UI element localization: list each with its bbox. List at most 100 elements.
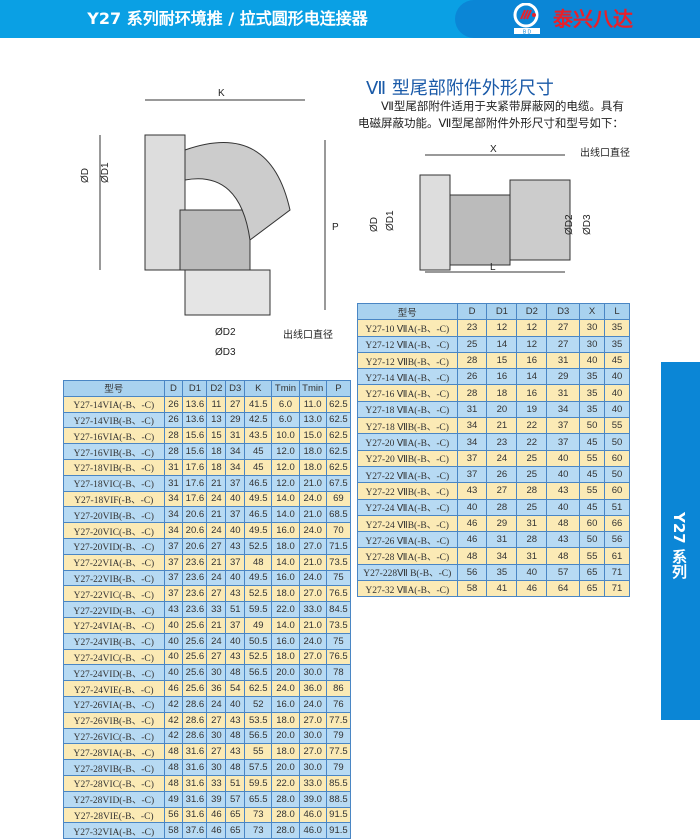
cell-value: 57.5 <box>244 759 273 776</box>
cell-value: 40 <box>604 384 630 402</box>
cell-value: 76 <box>325 695 352 713</box>
drawing-left: K ØD ØD1 P ØD2 ØD3 出线口直径 <box>80 88 339 358</box>
column-header: D2 <box>206 380 227 397</box>
svg-text:出线口直径: 出线口直径 <box>580 146 630 159</box>
cell-model: Y27-18VIF(-B、-C) <box>63 490 165 508</box>
cell-value: 65 <box>225 822 246 839</box>
cell-value: 29 <box>546 368 581 386</box>
cell-value: 15.6 <box>182 443 208 460</box>
cell-value: 40 <box>546 465 581 484</box>
cell-value: 28 <box>456 351 488 370</box>
cell-value: 34 <box>163 506 184 524</box>
cell-value: 16 <box>486 368 518 386</box>
cell-value: 62.5 <box>325 395 352 413</box>
cell-value: 36 <box>206 680 227 697</box>
cell-value: 6.0 <box>271 411 300 429</box>
cell-value: 58 <box>456 580 488 598</box>
cell-model: Y27-18VIC(-B、-C) <box>63 474 165 492</box>
cell-value: 33.0 <box>298 774 327 792</box>
cell-value: 54 <box>225 680 246 697</box>
cell-value: 65 <box>579 580 606 598</box>
cell-value: 20 <box>486 400 518 419</box>
cell-value: 13 <box>206 411 227 429</box>
cell-value: 20.6 <box>182 506 208 524</box>
cell-value: 56 <box>604 531 630 549</box>
section-description: Ⅶ型尾部附件适用于夹紧带屏蔽网的电缆。具有电磁屏蔽功能。Ⅶ型尾部附件外形尺寸和型… <box>358 99 624 130</box>
cell-value: 22.0 <box>271 601 300 618</box>
svg-text:ØD1: ØD1 <box>100 162 111 183</box>
cell-model: Y27-20 ⅦA(-B、-C) <box>357 433 458 451</box>
cell-value: 34 <box>546 400 581 419</box>
cell-value: 34 <box>456 433 488 451</box>
column-header: K <box>244 380 273 397</box>
cell-value: 24 <box>486 449 518 467</box>
cell-value: 71.5 <box>325 537 352 555</box>
cell-value: 50 <box>604 433 630 451</box>
cell-value: 26 <box>486 465 518 484</box>
cell-model: Y27-28VIC(-B、-C) <box>63 774 165 792</box>
column-header: Tmin <box>271 380 300 397</box>
cell-value: 68.5 <box>325 506 352 524</box>
cell-value: 40 <box>225 695 246 713</box>
cell-model: Y27-24VID(-B、-C) <box>63 664 165 682</box>
cell-value: 18.0 <box>271 648 300 666</box>
cell-value: 56.5 <box>244 727 273 745</box>
cell-value: 35 <box>604 319 630 337</box>
cell-value: 48 <box>225 727 246 745</box>
cell-value: 35 <box>604 335 630 353</box>
cell-value: 24 <box>206 569 227 587</box>
cell-value: 31 <box>163 458 184 476</box>
column-header: D <box>163 380 184 397</box>
cell-value: 55 <box>579 482 606 500</box>
cell-value: 91.5 <box>325 822 352 839</box>
cell-value: 30 <box>206 664 227 682</box>
cell-value: 24.0 <box>271 680 300 697</box>
section-title: Ⅶ 型尾部附件外形尺寸 <box>366 78 554 99</box>
cell-value: 52 <box>244 695 273 713</box>
cell-value: 34 <box>163 490 184 508</box>
cell-value: 28.6 <box>182 695 208 713</box>
cell-model: Y27-16VIA(-B、-C) <box>63 427 165 445</box>
cell-value: 59.5 <box>244 774 273 792</box>
svg-text:出线口直径: 出线口直径 <box>283 328 333 341</box>
series-side-tab: Y27 系列 <box>661 362 700 720</box>
cell-value: 40 <box>546 449 581 467</box>
company-logo-icon: B D <box>513 3 540 35</box>
cell-value: 45 <box>604 351 630 370</box>
cell-value: 46 <box>456 514 488 533</box>
column-header: 型号 <box>63 380 165 397</box>
cell-value: 42 <box>163 711 184 729</box>
cell-value: 34 <box>486 547 518 565</box>
cell-value: 77.5 <box>325 743 352 761</box>
cell-value: 11 <box>206 395 227 413</box>
cell-value: 11.0 <box>298 395 327 413</box>
cell-value: 45 <box>579 433 606 451</box>
cell-value: 31.6 <box>182 759 208 776</box>
cell-value: 16.0 <box>271 632 300 650</box>
cell-value: 31.6 <box>182 774 208 792</box>
cell-model: Y27-18VIB(-B、-C) <box>63 458 165 476</box>
cell-value: 18.0 <box>271 537 300 555</box>
cell-value: 71 <box>604 563 630 582</box>
cell-value: 27 <box>486 482 518 500</box>
cell-value: 17.6 <box>182 458 208 476</box>
column-header: D <box>456 302 488 321</box>
cell-value: 45 <box>244 458 273 476</box>
cell-value: 35 <box>486 563 518 582</box>
cell-value: 37 <box>163 585 184 603</box>
cell-value: 40 <box>546 498 581 516</box>
cell-value: 14.0 <box>271 506 300 524</box>
cell-value: 27.0 <box>298 711 327 729</box>
cell-value: 48 <box>163 743 184 761</box>
cell-value: 77.5 <box>325 711 352 729</box>
cell-value: 41.5 <box>244 395 273 413</box>
